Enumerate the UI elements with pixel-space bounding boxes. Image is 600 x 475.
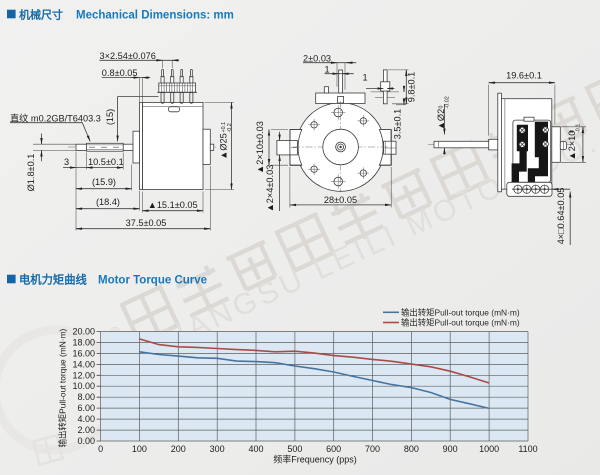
svg-text:-0.2: -0.2 xyxy=(227,123,233,132)
svg-text:1: 1 xyxy=(325,65,330,75)
svg-text:9.8±0.1: 9.8±0.1 xyxy=(407,72,417,103)
svg-text:▲2×10: ▲2×10 xyxy=(567,131,577,161)
svg-text:0: 0 xyxy=(570,130,576,133)
svg-text:19.6±0.1: 19.6±0.1 xyxy=(506,70,542,80)
svg-text:100: 100 xyxy=(132,444,147,454)
svg-text:16.00: 16.00 xyxy=(72,348,95,358)
svg-text:(18.4): (18.4) xyxy=(96,197,120,207)
svg-text:0: 0 xyxy=(438,106,444,109)
svg-text:700: 700 xyxy=(365,444,380,454)
svg-text:200: 200 xyxy=(171,444,186,454)
svg-text:10.00: 10.00 xyxy=(72,381,95,391)
svg-text:Ø1.8±0.1: Ø1.8±0.1 xyxy=(26,154,36,192)
svg-text:2±0.03: 2±0.03 xyxy=(303,53,331,63)
svg-text:3.5±0.1: 3.5±0.1 xyxy=(393,109,403,140)
svg-text:600: 600 xyxy=(326,444,341,454)
svg-text:900: 900 xyxy=(443,444,458,454)
svg-text:10.5±0.1: 10.5±0.1 xyxy=(88,157,124,167)
svg-text:1100: 1100 xyxy=(518,444,537,454)
svg-text:频率Frequency (pps): 频率Frequency (pps) xyxy=(273,454,357,465)
svg-text:▲15.1±0.05: ▲15.1±0.05 xyxy=(148,200,198,210)
svg-text:3: 3 xyxy=(64,157,69,167)
svg-text:-0.1: -0.1 xyxy=(576,124,582,133)
svg-text:Motor Torque Curve: Motor Torque Curve xyxy=(98,274,207,286)
svg-text:2.00: 2.00 xyxy=(77,425,95,435)
svg-text:800: 800 xyxy=(404,444,419,454)
svg-text:20.00: 20.00 xyxy=(72,327,95,337)
svg-text:输出转矩Pull-out torque (mN·m): 输出转矩Pull-out torque (mN·m) xyxy=(401,307,520,317)
svg-text:▲2×4±0.03: ▲2×4±0.03 xyxy=(265,165,275,213)
svg-text:▲2×10±0.03: ▲2×10±0.03 xyxy=(255,121,265,174)
svg-text:1: 1 xyxy=(363,73,368,83)
svg-text:37.5±0.05: 37.5±0.05 xyxy=(126,218,167,228)
svg-text:500: 500 xyxy=(287,444,302,454)
svg-text:0.8±0.05: 0.8±0.05 xyxy=(102,68,138,78)
svg-text:电机力矩曲线: 电机力矩曲线 xyxy=(19,272,87,286)
svg-text:直纹 m0.2GB/T6403.3: 直纹 m0.2GB/T6403.3 xyxy=(10,112,101,123)
svg-text:6.00: 6.00 xyxy=(77,403,95,413)
svg-text:▲Ø2: ▲Ø2 xyxy=(436,109,446,130)
svg-text:(15.9): (15.9) xyxy=(92,177,116,187)
svg-text:3×2.54±0.076: 3×2.54±0.076 xyxy=(100,51,156,61)
svg-text:4.00: 4.00 xyxy=(77,414,95,424)
svg-text:输出转矩Pull-out torque (mN·m): 输出转矩Pull-out torque (mN·m) xyxy=(58,328,68,447)
svg-text:输出转矩Pull-out torque (mN·m): 输出转矩Pull-out torque (mN·m) xyxy=(401,318,520,328)
svg-text:(15): (15) xyxy=(105,109,115,125)
svg-text:400: 400 xyxy=(248,444,263,454)
svg-text:0: 0 xyxy=(98,444,103,454)
svg-text:8.00: 8.00 xyxy=(77,392,95,402)
svg-text:300: 300 xyxy=(210,444,225,454)
svg-text:4×□0.64±0.05: 4×□0.64±0.05 xyxy=(556,188,566,245)
svg-text:Mechanical Dimensions: mm: Mechanical Dimensions: mm xyxy=(76,9,234,21)
svg-text:28±0.05: 28±0.05 xyxy=(324,195,357,205)
svg-text:▲Ø25: ▲Ø25 xyxy=(219,133,229,159)
svg-text:-0.02: -0.02 xyxy=(444,96,450,108)
svg-text:1000: 1000 xyxy=(479,444,499,454)
svg-text:12.00: 12.00 xyxy=(72,370,95,380)
svg-text:机械尺寸: 机械尺寸 xyxy=(19,7,63,21)
svg-text:+0.1: +0.1 xyxy=(221,122,227,133)
svg-text:18.00: 18.00 xyxy=(72,337,95,347)
svg-text:0.00: 0.00 xyxy=(77,436,95,446)
svg-text:14.00: 14.00 xyxy=(72,359,95,369)
